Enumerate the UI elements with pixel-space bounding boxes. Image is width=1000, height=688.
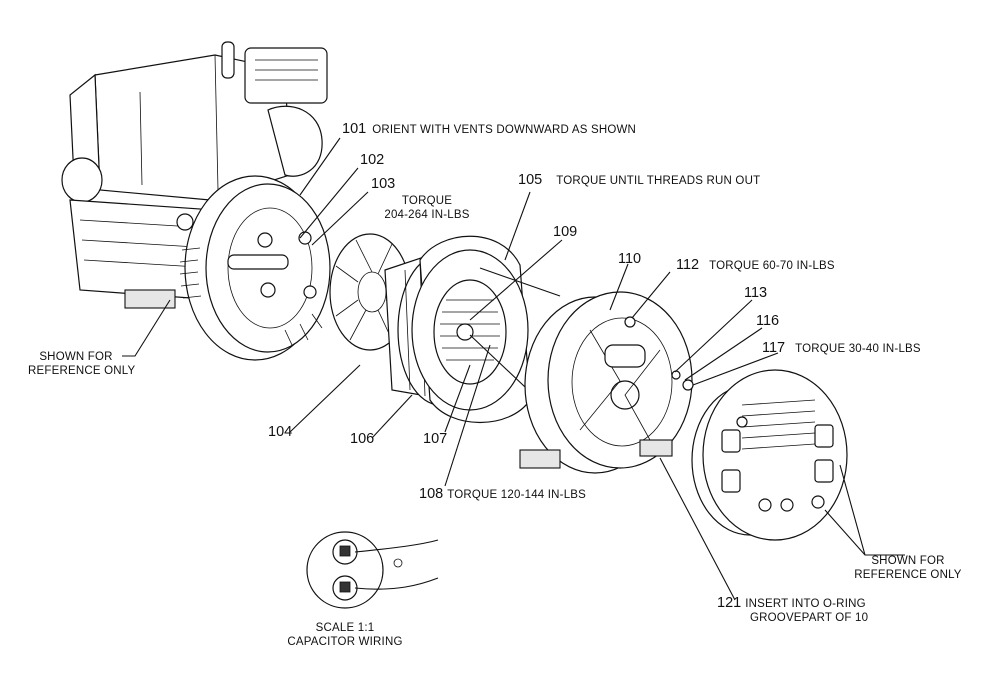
callout-108-number: 108 (419, 486, 444, 502)
callout-117-number: 117 (762, 340, 786, 356)
part-101-adapter (176, 175, 331, 361)
callout-103: 103 (371, 177, 395, 192)
reference-note-left: SHOWN FOR REFERENCE ONLY (28, 350, 136, 378)
callout-112: 112 TORQUE 60-70 IN-LBS (676, 258, 835, 273)
callout-117-note: TORQUE 30-40 IN-LBS (795, 343, 921, 355)
reference-note-right: SHOWN FOR REFERENCE ONLY (845, 554, 971, 582)
callout-105: 105 TORQUE UNTIL THREADS RUN OUT (518, 173, 760, 188)
reference-left-line2: REFERENCE ONLY (28, 365, 136, 377)
callout-102-number: 102 (360, 152, 385, 168)
capacitor-wiring-inset (306, 531, 439, 609)
callout-105-number: 105 (518, 172, 543, 188)
callout-104: 104 (268, 425, 292, 440)
callout-103-note: TORQUE 204-264 IN-LBS (377, 194, 477, 222)
callout-113-number: 113 (744, 285, 768, 301)
callout-101-note: ORIENT WITH VENTS DOWNWARD AS SHOWN (372, 124, 637, 136)
callout-103-note-line2: 204-264 IN-LBS (384, 209, 470, 221)
callout-109-number: 109 (553, 224, 578, 240)
callout-112-note: TORQUE 60-70 IN-LBS (709, 260, 835, 272)
callout-107: 107 (423, 432, 447, 447)
callout-116: 116 (756, 314, 779, 329)
callout-102: 102 (360, 153, 384, 168)
reference-right-line2: REFERENCE ONLY (854, 569, 962, 581)
callout-116-number: 116 (756, 313, 780, 329)
capacitor-scale: SCALE 1:1 (315, 622, 375, 634)
part-110-end-bell (519, 291, 694, 474)
part-105-stator (411, 235, 561, 424)
callout-121-number: 121 (717, 595, 742, 611)
capacitor-title: CAPACITOR WIRING (287, 636, 403, 648)
callout-109: 109 (553, 225, 577, 240)
callout-103-note-line1: TORQUE (401, 195, 453, 207)
callout-101: 101 ORIENT WITH VENTS DOWNWARD AS SHOWN (342, 122, 636, 137)
callout-101-number: 101 (342, 121, 367, 137)
reference-right-line1: SHOWN FOR (871, 555, 945, 567)
callout-106-number: 106 (350, 431, 375, 447)
callout-106: 106 (350, 432, 374, 447)
callout-112-number: 112 (676, 257, 700, 273)
callout-117: 117 TORQUE 30-40 IN-LBS (762, 341, 921, 356)
callout-110: 110 (618, 252, 641, 267)
callout-121-note-line1: INSERT INTO O-RING (745, 598, 866, 610)
callout-110-number: 110 (618, 251, 642, 267)
callout-107-number: 107 (423, 431, 448, 447)
callout-103-number: 103 (371, 176, 396, 192)
callout-121-note-line2: GROOVEPART OF 10 (750, 612, 869, 624)
callout-104-number: 104 (268, 424, 293, 440)
capacitor-caption: SCALE 1:1 CAPACITOR WIRING (275, 621, 415, 649)
callout-113: 113 (744, 286, 767, 301)
control-panel-cover (691, 369, 848, 541)
callout-108-note: TORQUE 120-144 IN-LBS (447, 489, 587, 501)
reference-left-line1: SHOWN FOR (39, 351, 113, 363)
leader-lines (122, 137, 905, 601)
callout-105-note: TORQUE UNTIL THREADS RUN OUT (556, 175, 761, 187)
